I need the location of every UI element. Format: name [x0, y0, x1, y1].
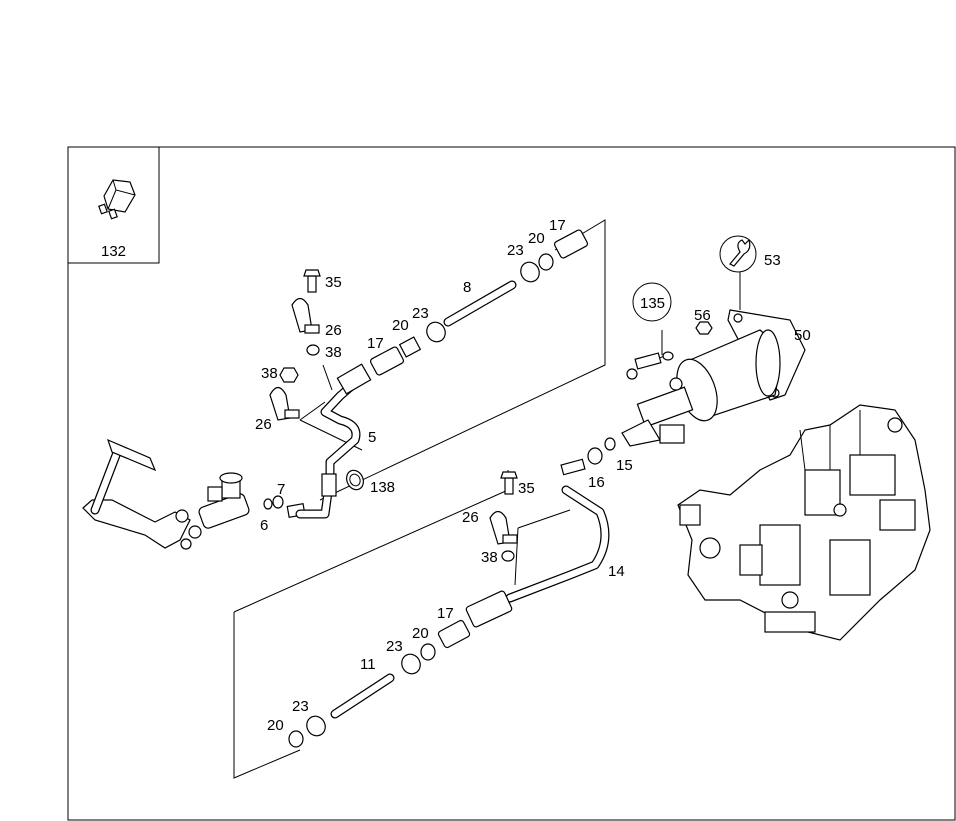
label-17-lower: 17 [437, 605, 454, 622]
label-8: 8 [463, 279, 471, 296]
lower-group-boundary-left [233, 612, 301, 779]
callout-135-circle [632, 282, 672, 322]
upper-fittings [263, 469, 364, 518]
label-38-left: 38 [261, 365, 278, 382]
label-5: 5 [368, 429, 376, 446]
label-35-lower: 35 [518, 480, 535, 497]
hose-5 [295, 363, 372, 519]
slave-cylinder-assembly [621, 309, 806, 447]
upper-clamps [269, 269, 321, 421]
label-23-upper: 23 [412, 305, 429, 322]
label-56: 56 [694, 307, 711, 324]
label-16: 16 [588, 474, 605, 491]
connector-132-icon [98, 179, 136, 220]
callout-135-label: 135 [640, 295, 665, 312]
hose-14 [465, 485, 610, 628]
upper-group-boundary [319, 219, 606, 501]
master-cylinder [188, 472, 250, 539]
upper-pipe-chain [369, 229, 589, 376]
clutch-pedal [82, 438, 192, 550]
label-20-lower: 20 [412, 625, 429, 642]
label-35-upper: 35 [325, 274, 342, 291]
label-15: 15 [616, 457, 633, 474]
lower-small-fittings [560, 437, 616, 476]
inset-part-number: 132 [101, 243, 126, 260]
label-20-top: 20 [528, 230, 545, 247]
label-11: 11 [360, 656, 376, 673]
label-50: 50 [794, 327, 811, 344]
label-38-upper: 38 [325, 344, 342, 361]
lower-clamps [489, 471, 518, 562]
label-17-top: 17 [549, 217, 566, 234]
label-14: 14 [608, 563, 625, 580]
inset-box [68, 147, 160, 264]
gearbox-housing [677, 404, 931, 641]
label-23-bottom: 23 [292, 698, 309, 715]
label-26-left: 26 [255, 416, 272, 433]
label-20-bottom: 20 [267, 717, 284, 734]
diagram-frame [67, 146, 956, 821]
label-23-lower: 23 [386, 638, 403, 655]
label-20-upper: 20 [392, 317, 409, 334]
label-38-lower: 38 [481, 549, 498, 566]
wrench-53-icon [719, 235, 757, 273]
lower-pipe-chain [288, 619, 471, 748]
label-17-upper: 17 [367, 335, 384, 352]
label-7: 7 [277, 481, 285, 498]
label-6: 6 [260, 517, 268, 534]
label-26-lower: 26 [462, 509, 479, 526]
label-53: 53 [764, 252, 781, 269]
label-23-top: 23 [507, 242, 524, 259]
label-138: 138 [370, 479, 395, 496]
label-26-upper: 26 [325, 322, 342, 339]
